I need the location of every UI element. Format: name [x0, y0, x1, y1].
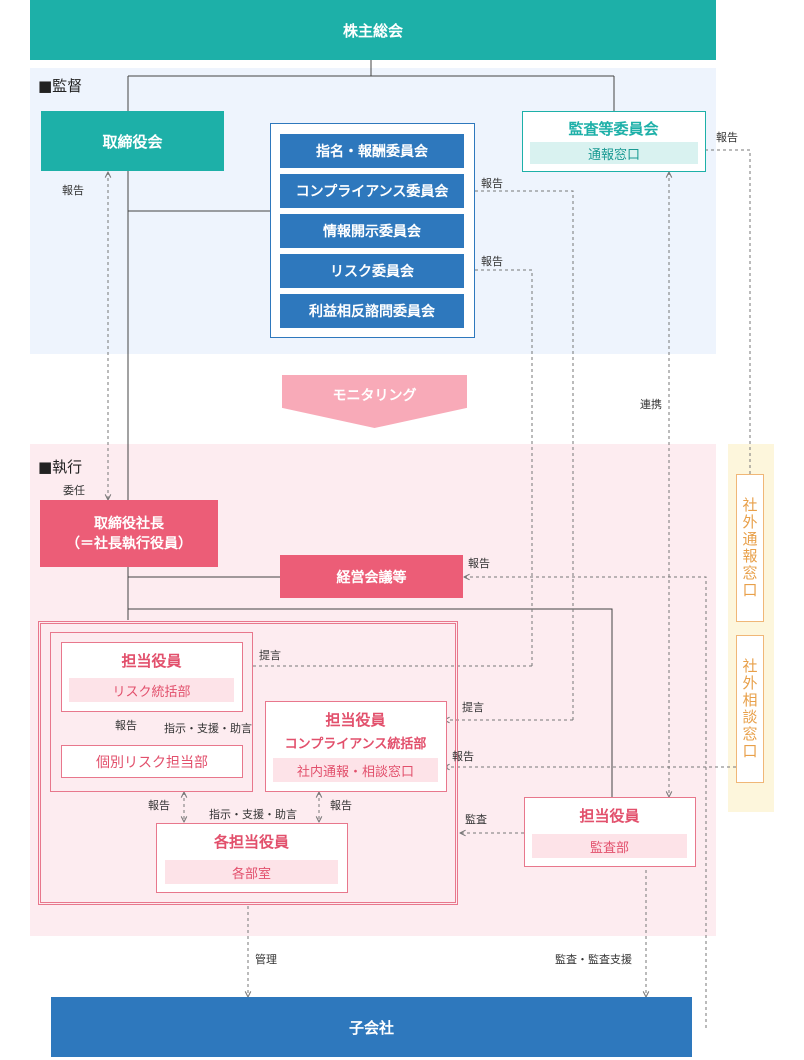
label-external-report: 報告	[716, 131, 738, 144]
label-risk-report: 報告	[481, 255, 503, 268]
compliance-officer: 担当役員 コンプライアンス統括部 社内通報・相談窓口	[265, 701, 447, 792]
subsidiaries: 子会社	[51, 997, 692, 1057]
individual-risk-dept: 個別リスク担当部	[61, 745, 243, 778]
audit-committee: 監査等委員会 通報窓口	[522, 111, 706, 172]
label-sub-report: 報告	[115, 719, 137, 732]
label-compliance-proposal: 提言	[462, 701, 484, 714]
label-meeting-report: 報告	[468, 557, 490, 570]
audit-committee-window: 通報窓口	[530, 142, 698, 164]
label-delegation: 委任	[63, 484, 85, 497]
label-each-instruct: 指示・支援・助言	[209, 808, 297, 821]
label-board-report: 報告	[62, 184, 84, 197]
label-risk-proposal: 提言	[259, 649, 281, 662]
president-title: 取締役社長	[94, 515, 164, 532]
each-officer: 各担当役員 各部室	[156, 823, 348, 893]
execution-label: ■執行	[38, 458, 83, 476]
label-cooperation: 連携	[640, 398, 662, 411]
management-meeting: 経営会議等	[280, 555, 463, 598]
label-sub-instruct: 指示・支援・助言	[164, 722, 252, 735]
label-each-report-left: 報告	[148, 799, 170, 812]
supervision-label: ■監督	[38, 77, 83, 95]
audit-officer-title: 担当役員	[579, 806, 640, 825]
executive-officers-frame	[38, 621, 458, 905]
label-each-report-right: 報告	[330, 799, 352, 812]
external-consult-window: 社外相談窓口	[736, 635, 764, 783]
label-audit: 監査	[465, 813, 487, 826]
audit-officer: 担当役員 監査部	[524, 797, 696, 867]
label-consult-report: 報告	[452, 750, 474, 763]
risk-officer: 担当役員 リスク統括部	[61, 642, 243, 712]
each-department: 各部室	[165, 860, 338, 884]
risk-officer-title: 担当役員	[121, 651, 182, 670]
monitoring-label: モニタリング	[332, 387, 417, 404]
president: 取締役社長 （＝社長執行役員）	[40, 500, 218, 567]
audit-dept: 監査部	[532, 834, 687, 858]
board-of-directors: 取締役会	[41, 111, 224, 171]
committee-nomination: 指名・報酬委員会	[280, 134, 464, 168]
committee-risk: リスク委員会	[280, 254, 464, 288]
audit-committee-title: 監査等委員会	[568, 119, 659, 138]
external-report-window: 社外通報窓口	[736, 474, 764, 622]
shareholders-meeting: 株主総会	[30, 0, 716, 60]
committee-conflict: 利益相反諮問委員会	[280, 294, 464, 328]
committee-disclosure: 情報開示委員会	[280, 214, 464, 248]
compliance-officer-title: 担当役員	[325, 710, 386, 729]
president-role: （＝社長執行役員）	[66, 535, 192, 552]
label-manage: 管理	[255, 953, 277, 966]
risk-management-dept: リスク統括部	[69, 678, 234, 702]
compliance-dept: コンプライアンス統括部	[284, 736, 427, 752]
committee-compliance: コンプライアンス委員会	[280, 174, 464, 208]
each-officer-title: 各担当役員	[213, 832, 289, 851]
label-audit-support: 監査・監査支援	[555, 953, 632, 966]
label-compliance-report: 報告	[481, 177, 503, 190]
internal-report-window: 社内通報・相談窓口	[273, 758, 438, 782]
